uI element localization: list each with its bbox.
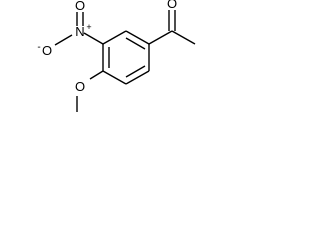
nitro-single-bond xyxy=(54,34,73,46)
ring-to-carbonyl-bond xyxy=(148,30,173,45)
ring-bond-bottom-right-inner xyxy=(125,65,146,78)
carbonyl-oxygen-label: O xyxy=(167,0,177,11)
nitro-nitrogen-label: N xyxy=(75,24,84,39)
ring-to-methoxy-oxygen-bond xyxy=(89,70,104,80)
nitro-nitrogen-charge: + xyxy=(86,22,91,32)
nitro-group: O N + O - xyxy=(37,0,104,58)
chemical-structure-diagram: O O N + O - O xyxy=(37,0,196,112)
ring-bond-bottom-right xyxy=(125,70,150,85)
carbonyl-to-methyl-bond xyxy=(171,30,196,45)
nitro-oxygen-top-label: O xyxy=(75,0,85,13)
methoxy-oxygen-label: O xyxy=(75,79,85,94)
ring-bond-bottom-left xyxy=(102,70,127,85)
nitro-oxygen-left-charge: - xyxy=(37,42,40,53)
ring-bond-top-left-inner xyxy=(125,37,146,50)
methoxy-group: O xyxy=(75,70,104,112)
ring-bond-top-left xyxy=(125,30,150,45)
ring-to-nitro-bond xyxy=(83,32,104,45)
nitro-oxygen-left-label: O xyxy=(42,43,52,58)
benzene-ring xyxy=(102,30,150,85)
ring-bond-top-right xyxy=(102,30,127,45)
acetyl-group: O xyxy=(148,0,196,45)
